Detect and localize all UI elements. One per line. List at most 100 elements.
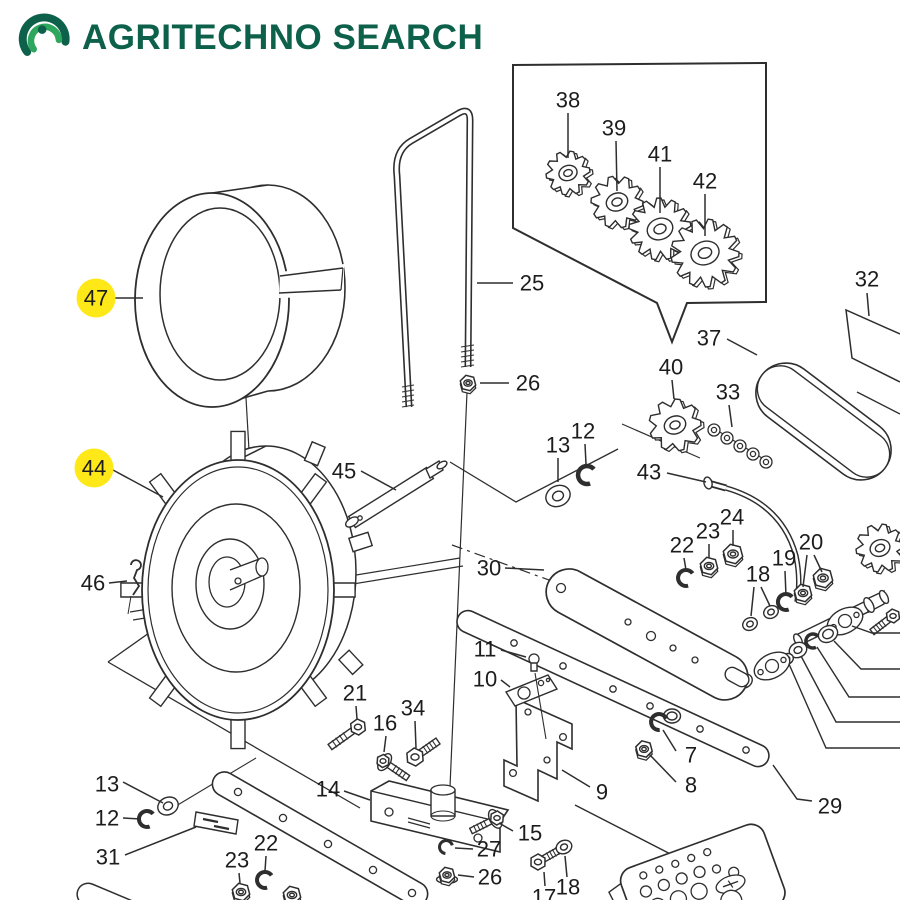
part-label-12[interactable]: 12 <box>95 806 142 831</box>
leader-line <box>457 874 475 878</box>
part-label-26[interactable]: 26 <box>457 865 502 890</box>
part-label-14[interactable]: 14 <box>316 777 371 802</box>
part-label-30[interactable]: 30 <box>477 556 545 581</box>
seed-metering-plate <box>608 823 786 900</box>
part-label-38[interactable]: 38 <box>556 88 580 159</box>
part-label-25[interactable]: 25 <box>477 271 544 296</box>
diagram-artwork <box>76 61 900 900</box>
part-label-23[interactable]: 23 <box>696 519 720 559</box>
part-label-29[interactable]: 29 <box>772 764 842 819</box>
part-label-26[interactable]: 26 <box>480 371 540 396</box>
part-label-15[interactable]: 15 <box>498 821 542 846</box>
part-label-13[interactable]: 13 <box>546 433 570 483</box>
part-number-text: 23 <box>696 519 720 544</box>
leader-line <box>454 847 474 850</box>
leader-line <box>584 443 587 465</box>
part-label-32[interactable]: 32 <box>855 267 879 317</box>
part-label-27[interactable]: 27 <box>454 837 501 862</box>
part-label-8[interactable]: 8 <box>648 753 697 798</box>
leader-line <box>122 817 142 820</box>
part-number-text: 7 <box>685 743 697 768</box>
part-label-45[interactable]: 45 <box>332 459 397 491</box>
part-23-nut <box>699 556 719 579</box>
part-label-18[interactable]: 18 <box>746 562 771 617</box>
part-9-step-bracket <box>503 697 573 803</box>
part-number-text: 24 <box>720 505 744 530</box>
part-20-nuts <box>793 567 834 606</box>
part-label-33[interactable]: 33 <box>716 380 740 428</box>
leader-line <box>750 586 755 617</box>
part-label-22[interactable]: 22 <box>670 533 694 571</box>
leader-line <box>108 580 128 584</box>
part-39-sprocket <box>590 175 647 231</box>
part-label-34[interactable]: 34 <box>401 696 425 749</box>
part-label-31[interactable]: 31 <box>96 826 197 870</box>
part-label-20[interactable]: 20 <box>799 530 823 588</box>
leader-line <box>543 871 546 887</box>
part-8-nut <box>634 739 654 761</box>
part-number-text: 42 <box>693 169 717 194</box>
part-25-u-bolt <box>393 107 475 408</box>
part-number-text: 19 <box>772 546 796 571</box>
part-number-text: 15 <box>518 821 542 846</box>
part-number-text: 12 <box>571 419 595 444</box>
part-46-hitch-pin <box>127 559 142 615</box>
part-label-37[interactable]: 37 <box>697 326 758 356</box>
part-label-47[interactable]: 47 <box>76 278 144 318</box>
part-label-18[interactable]: 18 <box>556 855 580 900</box>
part-label-41[interactable]: 41 <box>648 142 672 214</box>
leader-line <box>112 469 164 498</box>
part-number-text: 23 <box>225 848 249 873</box>
part-26-nut <box>459 374 477 395</box>
part-number-text: 18 <box>556 875 580 900</box>
part-38-sprocket <box>545 150 594 198</box>
leader-line <box>726 338 758 356</box>
leader-line <box>264 855 267 872</box>
part-label-13[interactable]: 13 <box>95 772 164 804</box>
part-label-9[interactable]: 9 <box>561 769 608 805</box>
leader-line <box>648 753 677 783</box>
part-number-text: 27 <box>477 837 501 862</box>
part-number-text: 45 <box>332 459 356 484</box>
part-label-22[interactable]: 22 <box>254 831 278 872</box>
part-33-chain-links <box>707 423 773 469</box>
part-label-43[interactable]: 43 <box>637 460 707 485</box>
part-22-snap-ring <box>676 568 695 588</box>
part-label-23[interactable]: 23 <box>225 848 249 884</box>
leader-line <box>666 472 707 483</box>
part-label-42[interactable]: 42 <box>693 169 717 237</box>
part-number-text: 37 <box>697 326 721 351</box>
part-label-12[interactable]: 12 <box>571 419 595 465</box>
part-label-39[interactable]: 39 <box>602 116 626 192</box>
part-label-40[interactable]: 40 <box>659 355 683 400</box>
brand-title: AGRITECHNO SEARCH <box>82 18 484 57</box>
part-label-7[interactable]: 7 <box>662 729 697 768</box>
part-29-frame-bar <box>456 609 770 768</box>
leader-line <box>343 790 371 801</box>
part-14-channel-bracket <box>370 780 510 854</box>
part-label-19[interactable]: 19 <box>772 546 796 597</box>
part-label-10[interactable]: 10 <box>473 667 511 692</box>
part-label-11[interactable]: 11 <box>474 637 527 662</box>
part-label-24[interactable]: 24 <box>720 505 744 547</box>
part-label-16[interactable]: 16 <box>373 711 397 753</box>
leader-line <box>813 554 823 573</box>
leader-line <box>504 567 545 571</box>
part-18-washers <box>742 604 779 632</box>
part-number-text: 21 <box>343 681 367 706</box>
part-label-44[interactable]: 44 <box>74 448 164 498</box>
part-label-17[interactable]: 17 <box>532 871 556 900</box>
leader-line <box>802 554 808 588</box>
part-number-text: 14 <box>316 777 340 802</box>
part-label-46[interactable]: 46 <box>81 571 128 596</box>
part-15-flange-bolt <box>468 808 505 835</box>
part-label-21[interactable]: 21 <box>343 681 367 720</box>
part-number-text: 12 <box>95 806 119 831</box>
part-23-nut-lower <box>231 882 251 900</box>
part-34-bolt <box>406 737 441 767</box>
leader-line <box>561 769 591 788</box>
leader-line <box>671 379 675 400</box>
leader-line <box>772 764 813 802</box>
leader-line <box>383 735 387 753</box>
